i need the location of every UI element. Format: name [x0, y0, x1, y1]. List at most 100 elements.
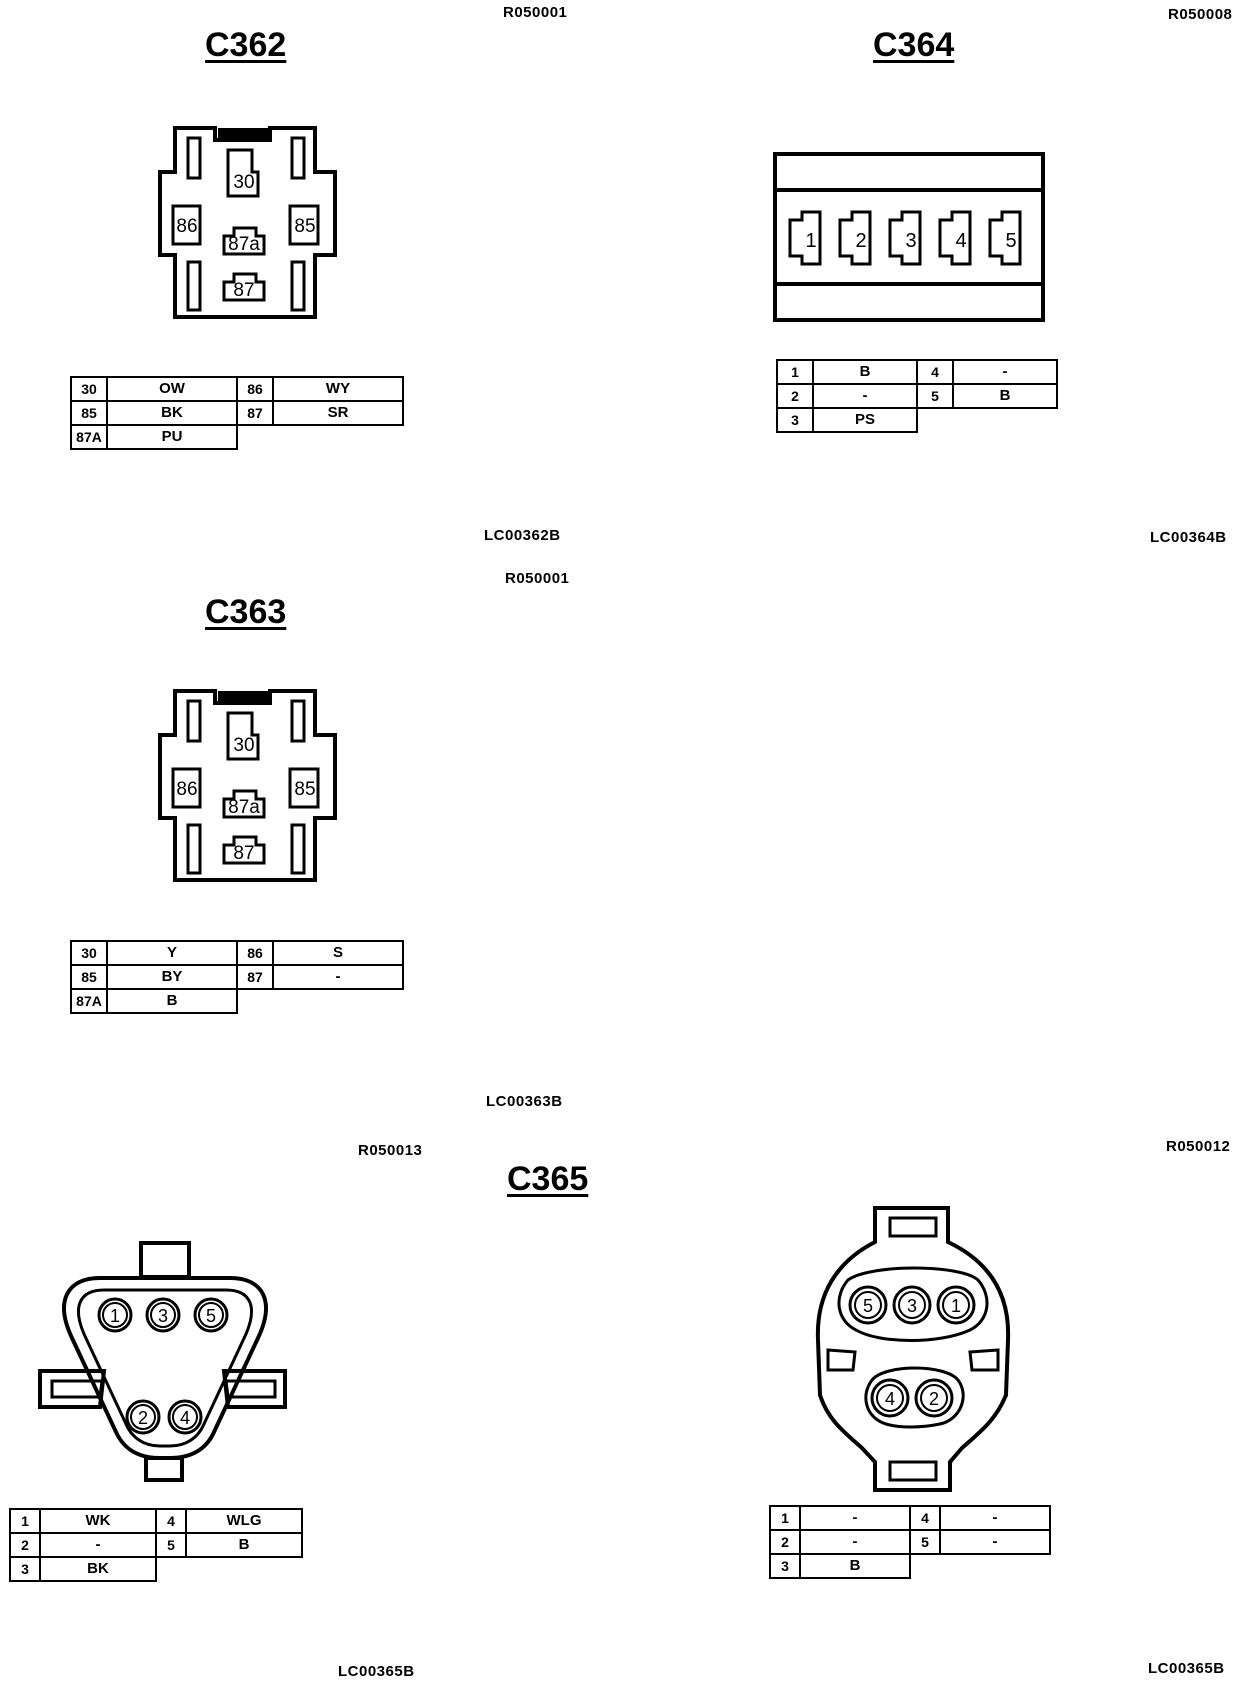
c365-right-terminal-2-label: 2: [929, 1389, 939, 1409]
c363-terminal-30-label: 30: [233, 735, 254, 756]
c365-right-ref-top: R050012: [1166, 1138, 1231, 1155]
table-row: 1 - 4 -: [769, 1505, 1051, 1531]
c365-right-terminal-4-label: 4: [885, 1389, 895, 1409]
pin-number: 1: [9, 1508, 41, 1534]
c363-terminal-87-label: 87: [233, 843, 254, 864]
wire-color: -: [272, 964, 404, 990]
table-row: 30 OW 86 WY: [70, 376, 404, 402]
pin-number: 85: [70, 400, 108, 426]
c365-left-terminal-5-label: 5: [206, 1306, 216, 1326]
c362-ref-top: R050001: [503, 4, 568, 21]
c362-title: C362: [205, 26, 287, 64]
c362-terminal-86-label: 86: [176, 216, 197, 237]
c365-left-ref-bottom: LC00365B: [338, 1663, 415, 1680]
pin-number: 2: [9, 1532, 41, 1558]
table-row: 1 B 4 -: [776, 359, 1058, 385]
pin-number: 3: [9, 1556, 41, 1582]
table-row: 87A PU: [70, 424, 403, 450]
table-row: 2 - 5 -: [769, 1529, 1051, 1555]
wire-color: BK: [39, 1556, 157, 1582]
c363-pin-table: 30 Y 86 S 85 BY 87 - 87A B: [70, 940, 404, 1014]
c365-left-terminal-2-label: 2: [138, 1408, 148, 1428]
c365-left-terminal-3-label: 3: [158, 1306, 168, 1326]
c362-ref-bottom: LC00362B: [484, 527, 561, 544]
pin-number: 4: [909, 1505, 941, 1531]
table-row: 85 BK 87 SR: [70, 400, 404, 426]
wire-color: PS: [812, 407, 918, 433]
pin-number: 87A: [70, 424, 108, 450]
pin-number: 4: [155, 1508, 187, 1534]
c364-ref-top: R050008: [1168, 6, 1233, 23]
table-row: 87A B: [70, 988, 403, 1014]
wire-color: BK: [106, 400, 238, 426]
wire-color: OW: [106, 376, 238, 402]
table-row: 2 - 5 B: [9, 1532, 303, 1558]
c363-terminal-86-label: 86: [176, 779, 197, 800]
c365-right-ref-bottom: LC00365B: [1148, 1660, 1225, 1677]
wire-color: -: [39, 1532, 157, 1558]
wire-color: PU: [106, 424, 238, 450]
c365-left-terminal-4-label: 4: [180, 1408, 190, 1428]
table-row: 2 - 5 B: [776, 383, 1058, 409]
c362-terminal-85-label: 85: [294, 216, 315, 237]
pin-number: 2: [769, 1529, 801, 1555]
c364-terminal-5-label: 5: [1005, 230, 1016, 252]
c363-ref-top: R050001: [505, 570, 570, 587]
c364-ref-bottom: LC00364B: [1150, 529, 1227, 546]
c365-right-terminal-3-label: 3: [907, 1296, 917, 1316]
c365-left-pin-table: 1 WK 4 WLG 2 - 5 B 3 BK: [9, 1508, 303, 1582]
c365-right-terminal-5-label: 5: [863, 1296, 873, 1316]
c364-terminal-1-label: 1: [805, 230, 816, 252]
pin-number: 30: [70, 376, 108, 402]
pin-number: 85: [70, 964, 108, 990]
pin-number: 5: [909, 1529, 941, 1555]
wire-color: -: [939, 1529, 1051, 1555]
table-row: 1 WK 4 WLG: [9, 1508, 303, 1534]
wire-color: SR: [272, 400, 404, 426]
wire-color: WK: [39, 1508, 157, 1534]
pin-number: 87: [236, 400, 274, 426]
c365-left-terminal-1-label: 1: [110, 1306, 120, 1326]
c365-title: C365: [507, 1160, 589, 1198]
wire-color: WY: [272, 376, 404, 402]
c364-pin-table: 1 B 4 - 2 - 5 B 3 PS: [776, 359, 1058, 433]
wire-color: -: [939, 1505, 1051, 1531]
pin-number: 4: [916, 359, 954, 385]
table-row: 3 BK: [9, 1556, 302, 1582]
wire-color: -: [812, 383, 918, 409]
c362-terminal-87-label: 87: [233, 280, 254, 301]
c365-right-pin-table: 1 - 4 - 2 - 5 - 3 B: [769, 1505, 1051, 1579]
table-row: 3 B: [769, 1553, 1050, 1579]
table-row: 85 BY 87 -: [70, 964, 404, 990]
wire-color: -: [799, 1505, 911, 1531]
c364-terminal-3-label: 3: [905, 230, 916, 252]
c365-right-terminal-1-label: 1: [951, 1296, 961, 1316]
wire-color: -: [952, 359, 1058, 385]
wire-color: BY: [106, 964, 238, 990]
c363-terminal-87a-label: 87a: [228, 797, 260, 818]
c362-terminal-30-label: 30: [233, 172, 254, 193]
pin-number: 87A: [70, 988, 108, 1014]
wire-color: B: [812, 359, 918, 385]
c365-left-ref-top: R050013: [358, 1142, 423, 1159]
pin-number: 86: [236, 940, 274, 966]
pin-number: 5: [155, 1532, 187, 1558]
c363-title: C363: [205, 593, 287, 631]
wire-color: B: [185, 1532, 303, 1558]
pin-number: 86: [236, 376, 274, 402]
c362-terminal-87a-label: 87a: [228, 234, 260, 255]
pin-number: 5: [916, 383, 954, 409]
c363-terminal-85-label: 85: [294, 779, 315, 800]
wire-color: B: [106, 988, 238, 1014]
table-row: 3 PS: [776, 407, 1057, 433]
c364-title: C364: [873, 26, 955, 64]
wire-color: B: [799, 1553, 911, 1579]
wire-color: B: [952, 383, 1058, 409]
pin-number: 87: [236, 964, 274, 990]
pin-number: 2: [776, 383, 814, 409]
